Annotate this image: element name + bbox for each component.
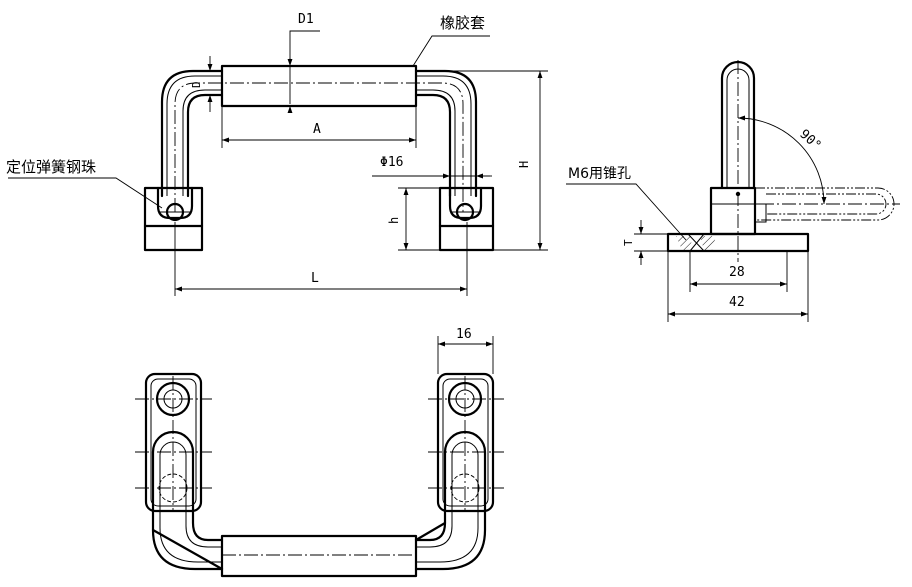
label-l: L [311, 271, 319, 286]
label-h-lower: h [387, 217, 401, 224]
label-dim-42: 42 [729, 295, 745, 310]
label-d: D [190, 81, 203, 88]
label-t: T [622, 239, 635, 246]
top-view: 16 [135, 327, 504, 578]
top-right-base [428, 372, 504, 513]
top-left-handle [151, 430, 224, 571]
label-dim-16: 16 [456, 327, 472, 342]
top-left-base [135, 372, 212, 513]
label-angle: 90° [796, 127, 823, 154]
label-rubber-sleeve: 橡胶套 [440, 14, 485, 32]
top-rubber-sleeve [220, 534, 418, 578]
left-base-block [143, 186, 204, 252]
label-phi16: Φ16 [380, 155, 403, 170]
rubber-sleeve [220, 64, 418, 108]
label-d1: D1 [298, 12, 314, 27]
side-view: 90° M6用锥孔 T 28 42 [566, 60, 900, 322]
right-base-block [438, 186, 495, 252]
label-a: A [313, 122, 321, 137]
top-right-handle [414, 430, 487, 571]
label-m6-taper-hole: M6用锥孔 [568, 166, 631, 182]
front-view: D1 橡胶套 D A Φ16 定位弹簧钢珠 h H [6, 12, 548, 296]
side-block [709, 186, 757, 236]
left-handle-bend [160, 69, 224, 198]
label-h-upper: H [517, 161, 531, 168]
label-positioning-spring-ball: 定位弹簧钢珠 [6, 158, 96, 176]
label-dim-28: 28 [729, 265, 745, 280]
